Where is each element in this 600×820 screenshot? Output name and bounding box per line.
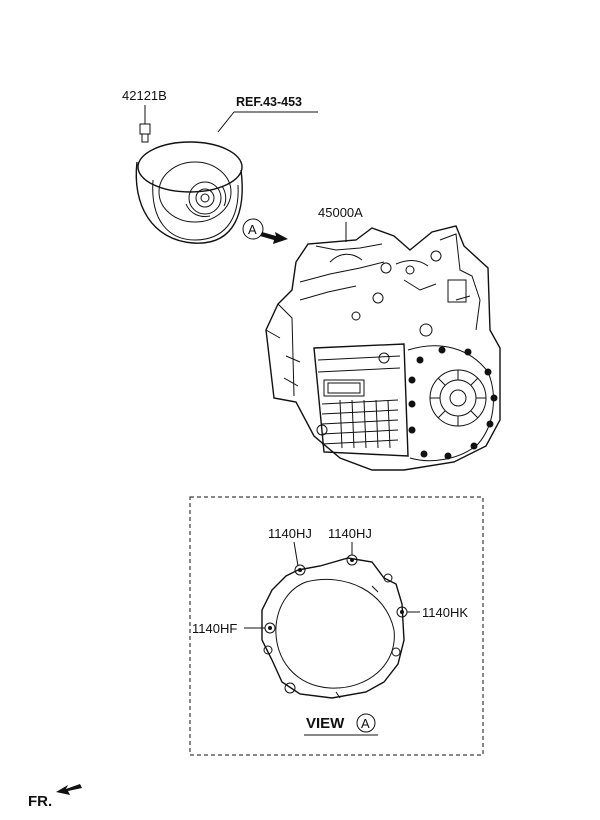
reference-label: REF.43-453 — [236, 95, 302, 109]
case-gasket — [261, 554, 408, 699]
hk-part-label: 1140HK — [422, 605, 468, 620]
view-caption-letter: A — [361, 716, 370, 731]
view-marker-a: A — [242, 218, 288, 244]
reference-leader — [217, 111, 235, 133]
torque-converter — [135, 141, 243, 244]
hj-left-part-label: 1140HJ — [268, 526, 312, 541]
hj-right-part-label: 1140HJ — [328, 526, 372, 541]
bolt-42121b — [139, 105, 151, 143]
transaxle-part-label: 45000A — [318, 205, 363, 220]
front-arrow-icon — [56, 784, 82, 795]
front-indicator: FR. — [28, 784, 82, 810]
hj-left-leader — [293, 541, 299, 567]
view-a-inset-box — [189, 496, 484, 756]
hf-part-label: 1140HF — [192, 621, 237, 636]
transaxle-assembly — [265, 225, 501, 471]
front-label: FR. — [28, 793, 52, 810]
view-a-caption: VIEW A — [304, 713, 378, 736]
view-marker-letter: A — [248, 222, 257, 237]
view-caption-word: VIEW — [306, 715, 345, 732]
bolt-part-label: 42121B — [122, 88, 167, 103]
view-direction-arrow-icon — [260, 232, 288, 244]
